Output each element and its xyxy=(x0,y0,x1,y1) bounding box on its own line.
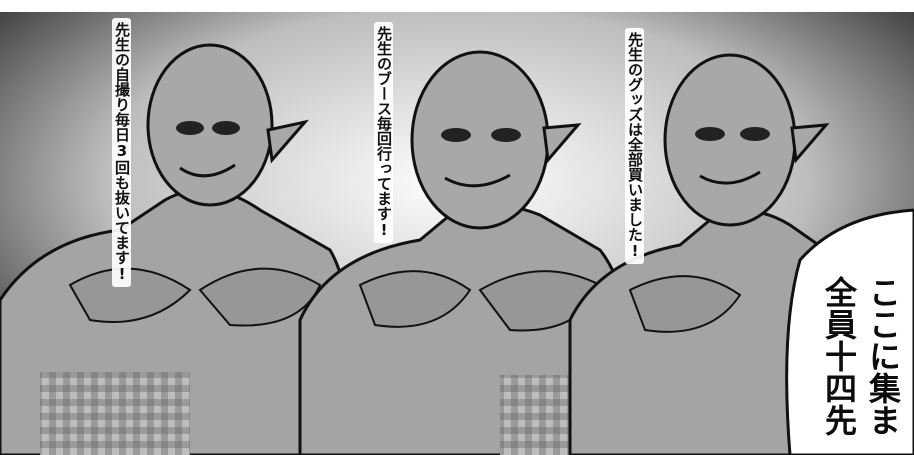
caption-line-2: 全員十四先 xyxy=(820,276,858,436)
caption-bubble xyxy=(785,208,914,455)
caption-line-1: ここに集ま xyxy=(864,276,902,436)
figure-center xyxy=(298,50,642,455)
speech-text-right: 先生のグッズは全部買いました! xyxy=(625,28,644,264)
speech-text-left: 先生の自撮り毎日3回も抜いてます! xyxy=(112,18,131,287)
figure-left xyxy=(0,43,354,455)
censor-mosaic-left xyxy=(40,372,190,455)
top-border xyxy=(0,0,914,12)
speech-text-center: 先生のブース毎回行ってます! xyxy=(374,22,393,243)
